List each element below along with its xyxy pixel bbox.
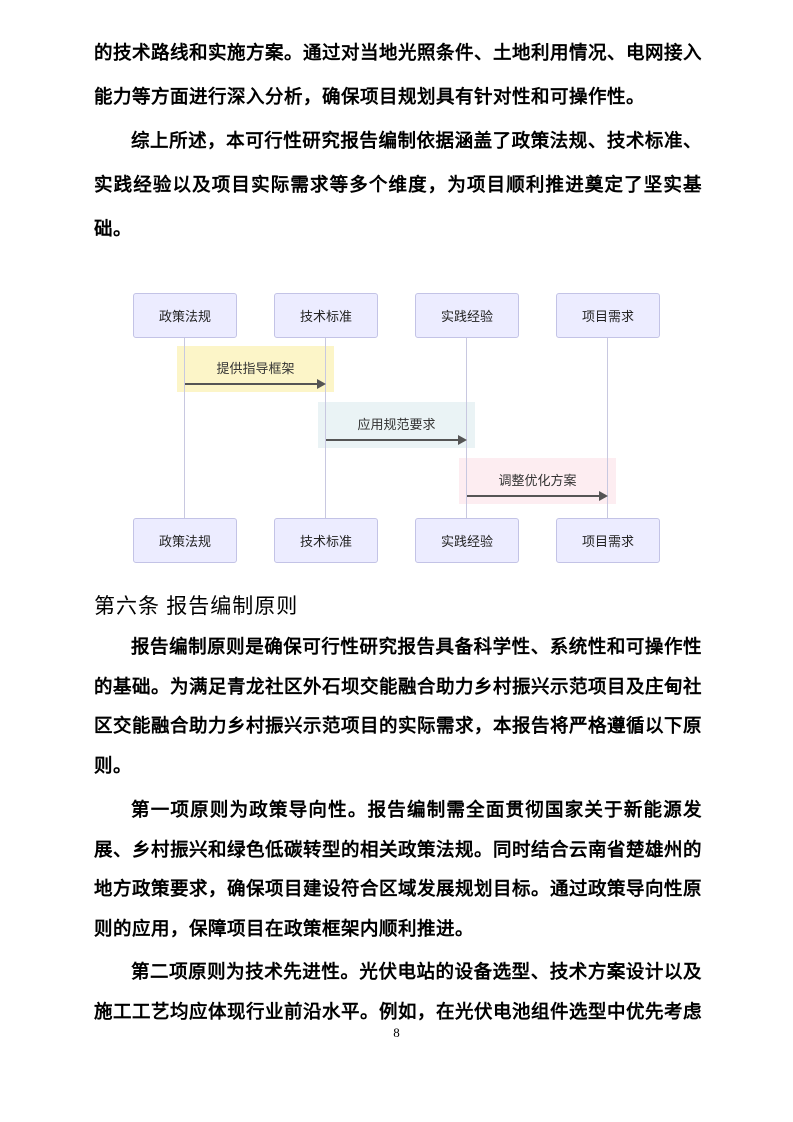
lifeline-standard <box>325 338 326 518</box>
lifeline-experience <box>466 338 467 518</box>
arrowhead-icon <box>599 491 608 501</box>
actor-box-bottom-1: 政策法规 <box>133 518 237 563</box>
message-arrow-1 <box>185 383 317 385</box>
message-label-1: 提供指导框架 <box>216 361 295 376</box>
message-label-2: 应用规范要求 <box>357 417 436 432</box>
section-heading: 第六条 报告编制原则 <box>94 594 299 618</box>
message-arrow-2 <box>326 439 458 441</box>
arrowhead-icon <box>458 435 467 445</box>
actor-box-bottom-2: 技术标准 <box>274 518 378 563</box>
arrowhead-icon <box>317 379 326 389</box>
message-label-3: 调整优化方案 <box>498 473 577 488</box>
message-arrow-3 <box>467 495 599 497</box>
body-paragraph: 第二项原则为技术先进性。光伏电站的设备选型、技术方案设计以及施工工艺均应体现行业… <box>94 963 703 1023</box>
actor-box-top-4: 项目需求 <box>556 293 660 338</box>
body-paragraph: 综上所述，本可行性研究报告编制依据涵盖了政策法规、技术标准、实践经验以及项目实际… <box>94 132 702 240</box>
page-number: 8 <box>393 1025 400 1040</box>
body-paragraph: 的技术路线和实施方案。通过对当地光照条件、土地利用情况、电网接入能力等方面进行深… <box>94 44 703 108</box>
sequence-diagram: 政策法规 技术标准 实践经验 项目需求 政策法规 技术标准 实践经验 项目需求 … <box>133 290 661 568</box>
lifeline-demand <box>607 338 608 518</box>
body-paragraph: 报告编制原则是确保可行性研究报告具备科学性、系统性和可操作性的基础。为满足青龙社… <box>94 638 703 777</box>
actor-box-top-3: 实践经验 <box>415 293 519 338</box>
actor-box-top-1: 政策法规 <box>133 293 237 338</box>
body-paragraph: 第一项原则为政策导向性。报告编制需全面贯彻国家关于新能源发展、乡村振兴和绿色低碳… <box>94 801 703 940</box>
actor-box-top-2: 技术标准 <box>274 293 378 338</box>
actor-box-bottom-3: 实践经验 <box>415 518 519 563</box>
actor-box-bottom-4: 项目需求 <box>556 518 660 563</box>
lifeline-policy <box>184 338 185 518</box>
